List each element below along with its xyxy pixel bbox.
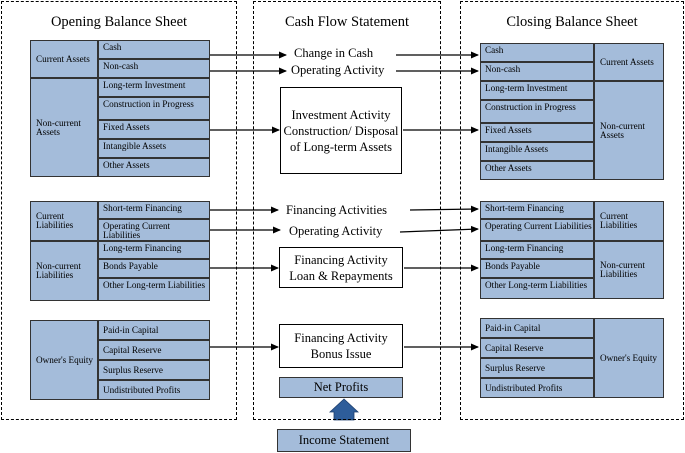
closing-group-owners-equity: Owner's Equity [594,318,664,398]
closing-group-noncurrent-assets: Non-current Assets [594,81,664,180]
closing-item-cash: Cash [480,43,594,62]
opening-group-noncurrent-liabilities: Non-current Liabilities [30,241,98,301]
cf-investment-line-3: of Long-term Assets [289,139,393,154]
opening-balance-panel [1,1,237,420]
closing-group-current-liabilities: Current Liabilities [594,201,664,241]
cf-loan-line-1: Financing Activity [294,252,388,267]
closing-group-current-assets: Current Assets [594,43,664,81]
opening-group-current-assets: Current Assets [30,40,98,78]
closing-item-surplus-reserve: Surplus Reserve [480,358,594,378]
closing-item-bonds-payable: Bonds Payable [480,259,594,278]
cf-financing-bonus-box: Financing Activity Bonus Issue [279,324,403,368]
cf-operating-activity-top: Operating Activity [291,63,385,77]
closing-item-other-long-term-liabilities: Other Long-term Liabilities [480,278,594,299]
closing-title: Closing Balance Sheet [506,14,638,30]
closing-item-other-assets: Other Assets [480,161,594,180]
opening-item-capital-reserve: Capital Reserve [98,340,210,360]
closing-item-intangible-assets: Intangible Assets [480,142,594,161]
opening-item-other-assets: Other Assets [98,158,210,177]
arrow-operating-to-opliab [399,225,479,233]
closing-item-construction: Construction in Progress [480,100,594,123]
cf-financing-loan-box: Financing Activity Loan & Repayments [279,247,403,288]
income-up-arrow-icon [328,398,360,421]
cf-loan-line-2: Loan & Repayments [289,268,393,283]
opening-item-surplus-reserve: Surplus Reserve [98,360,210,380]
opening-item-cash: Cash [98,40,210,59]
closing-balance-panel [460,1,684,420]
opening-item-noncash: Non-cash [98,59,210,78]
cf-investment-activity-box: Investment Activity Construction/ Dispos… [280,87,402,174]
cf-bonus-line-2: Bonus Issue [310,347,372,361]
opening-title: Opening Balance Sheet [50,14,188,30]
closing-group-noncurrent-liabilities: Non-current Liabilities [594,241,664,299]
opening-group-current-liabilities: Current Liabilities [30,201,98,241]
cf-bonus-line-1: Financing Activity [294,331,388,345]
opening-item-long-term-investment: Long-term Investment [98,78,210,97]
closing-item-short-term-financing: Short-term Financing [480,201,594,219]
opening-item-construction: Construction in Progress [98,97,210,120]
opening-item-undistributed-profits: Undistributed Profits [98,380,210,400]
opening-item-bonds-payable: Bonds Payable [98,259,210,278]
closing-item-noncash: Non-cash [480,62,594,81]
cf-financing-activities: Financing Activities [286,203,388,217]
cf-change-in-cash: Change in Cash [294,46,374,60]
arrow-financing-to-shortterm [409,205,479,213]
opening-item-short-term-financing: Short-term Financing [98,201,210,219]
cashflow-title: Cash Flow Statement [284,14,410,30]
opening-item-fixed-assets: Fixed Assets [98,120,210,139]
closing-item-long-term-financing: Long-term Financing [480,241,594,259]
closing-item-long-term-investment: Long-term Investment [480,81,594,100]
cashflow-panel [253,1,441,420]
income-statement-box: Income Statement [277,429,411,452]
opening-group-owners-equity: Owner's Equity [30,320,98,400]
closing-item-operating-current-liabilities: Operating Current Liabilities [480,219,594,241]
opening-group-noncurrent-assets: Non-current Assets [30,78,98,177]
cf-investment-line-2: Construction/ Disposal [283,123,399,138]
closing-item-capital-reserve: Capital Reserve [480,338,594,358]
opening-item-long-term-financing: Long-term Financing [98,241,210,259]
opening-item-other-long-term-liabilities: Other Long-term Liabilities [98,278,210,301]
cf-operating-activity-mid: Operating Activity [289,224,383,238]
opening-item-operating-current-liabilities: Operating Current Liabilities [98,219,210,241]
closing-item-paid-in-capital: Paid-in Capital [480,318,594,338]
closing-item-fixed-assets: Fixed Assets [480,123,594,142]
opening-item-intangible-assets: Intangible Assets [98,139,210,158]
closing-item-undistributed-profits: Undistributed Profits [480,378,594,398]
cf-investment-line-1: Investment Activity [291,107,391,122]
net-profits-box: Net Profits [279,377,403,398]
opening-item-paid-in-capital: Paid-in Capital [98,320,210,340]
